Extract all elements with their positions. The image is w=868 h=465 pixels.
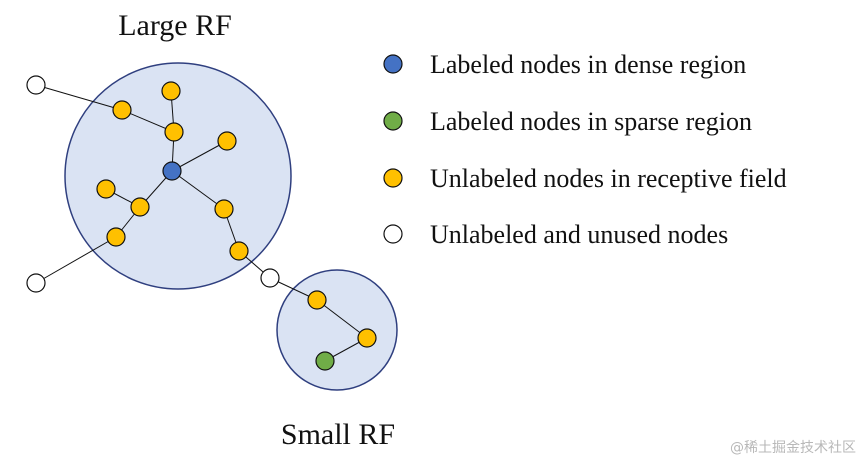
small-rf-region: [276, 269, 398, 391]
nodes: [26, 75, 377, 371]
unlabeled-node: [214, 199, 234, 219]
unlabeled-node: [307, 290, 327, 310]
legend-item-unused: Unlabeled and unused nodes: [383, 220, 728, 249]
unlabeled-node: [106, 227, 126, 247]
blue-node-icon: [383, 54, 403, 74]
legend-label: Unlabeled nodes in receptive field: [430, 164, 787, 193]
unlabeled-node: [130, 197, 150, 217]
unused-node: [260, 268, 280, 288]
unused-node: [26, 75, 46, 95]
edge: [35, 236, 117, 284]
legend-item-unlabeled: Unlabeled nodes in receptive field: [383, 164, 787, 193]
unlabeled-node: [161, 81, 181, 101]
edge: [35, 84, 123, 111]
unlabeled-node: [217, 131, 237, 151]
dense-labeled-node: [162, 161, 182, 181]
unlabeled-node: [357, 328, 377, 348]
legend-label: Labeled nodes in sparse region: [430, 107, 752, 136]
sparse-labeled-node: [315, 351, 335, 371]
yellow-node-icon: [383, 168, 403, 188]
unlabeled-node: [96, 179, 116, 199]
edge: [171, 140, 228, 172]
unlabeled-node: [112, 100, 132, 120]
edge: [316, 299, 368, 339]
unlabeled-node: [164, 122, 184, 142]
legend: Labeled nodes in dense region Labeled no…: [383, 50, 787, 249]
unused-node: [26, 273, 46, 293]
small-rf-title: Small RF: [281, 418, 395, 451]
white-node-icon: [383, 224, 403, 244]
legend-item-dense: Labeled nodes in dense region: [383, 50, 746, 79]
large-rf-title: Large RF: [118, 9, 232, 42]
legend-item-sparse: Labeled nodes in sparse region: [383, 107, 752, 136]
legend-label: Unlabeled and unused nodes: [430, 220, 728, 249]
legend-label: Labeled nodes in dense region: [430, 50, 746, 79]
edge: [171, 170, 225, 210]
green-node-icon: [383, 111, 403, 131]
watermark: @稀土掘金技术社区: [730, 440, 856, 456]
unlabeled-node: [229, 241, 249, 261]
